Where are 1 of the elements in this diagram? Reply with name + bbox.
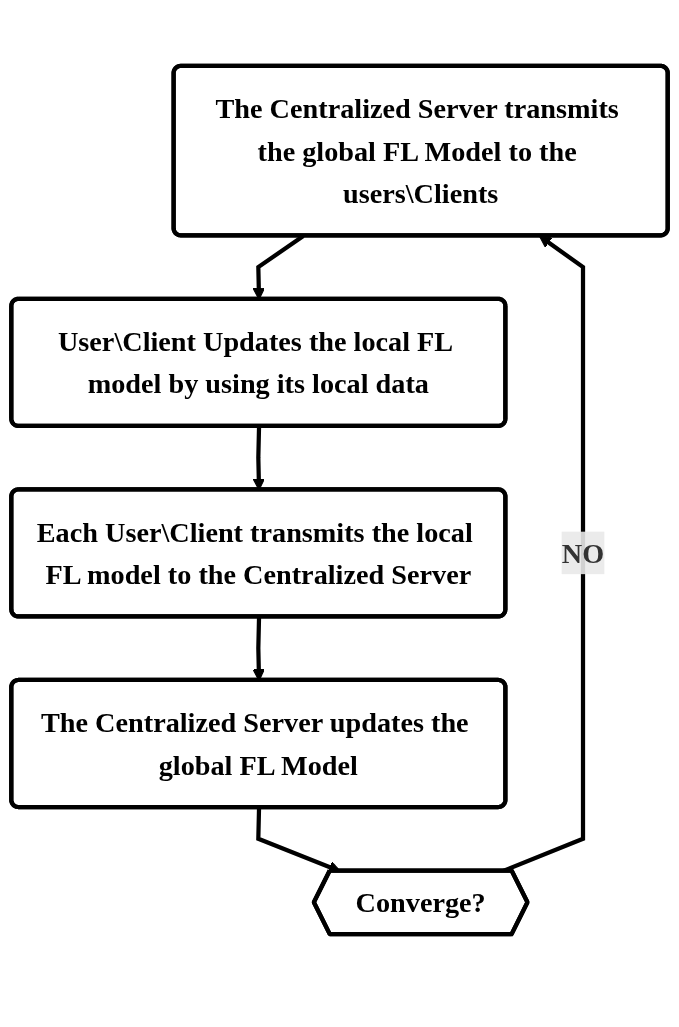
edge-label: NO [561,537,605,569]
